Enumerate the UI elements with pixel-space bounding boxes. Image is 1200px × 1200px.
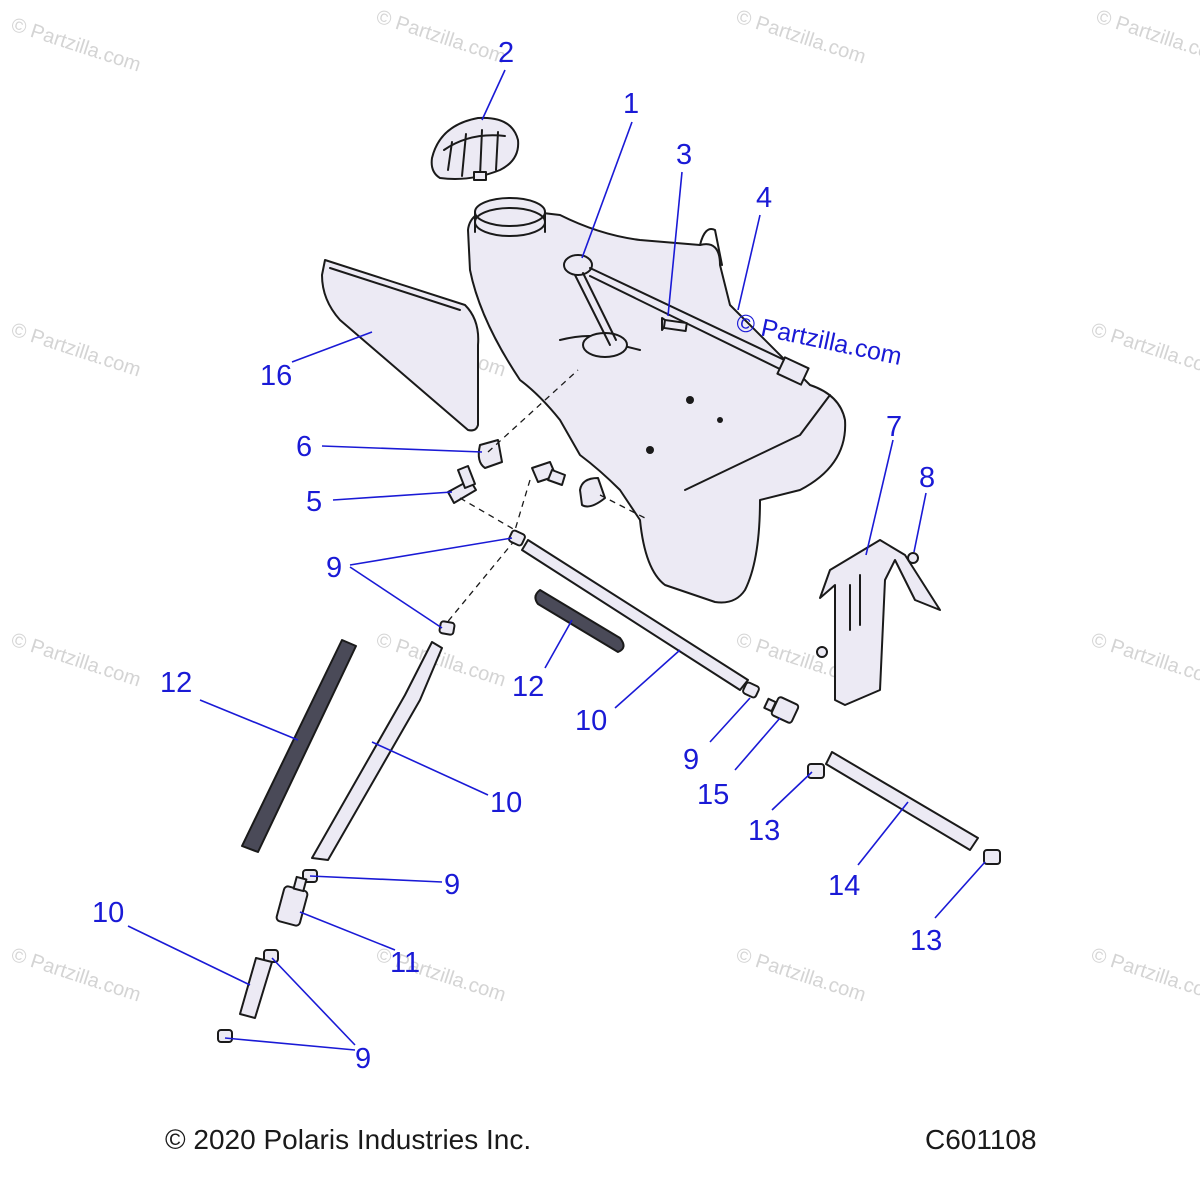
leader-line: [734, 717, 781, 771]
leader-line: [865, 439, 894, 556]
copyright-notice: © 2020 Polaris Industries Inc.: [165, 1124, 532, 1155]
mounting-bracket-part: [816, 539, 941, 706]
watermark: © Partzilla.com: [1088, 319, 1200, 382]
leader-line: [857, 801, 909, 866]
protective-sleeve-part: [241, 589, 625, 853]
bolt-part: [661, 317, 688, 332]
leader-line: [913, 492, 927, 553]
fuel-level-sender-part: [563, 254, 810, 386]
leader-line: [667, 171, 683, 317]
callout-number: 11: [390, 947, 420, 979]
gas-cap-part: [430, 116, 520, 181]
leader-line: [481, 69, 506, 121]
heat-shield-part: [321, 259, 480, 432]
watermark: © Partzilla.com: [373, 6, 508, 69]
leader-lines: [127, 69, 986, 1051]
leader-line: [544, 619, 573, 669]
leader-line: [309, 875, 443, 883]
callout-number: 9: [326, 552, 342, 584]
callout-number: 14: [828, 870, 860, 902]
fuel-filter-part: [275, 875, 309, 927]
callout-number: 12: [160, 667, 192, 699]
fuel-fitting-part: [447, 461, 566, 504]
callout-number: 15: [697, 779, 729, 811]
watermark: © Partzilla.com: [8, 629, 143, 692]
leader-line: [349, 537, 513, 566]
watermark: © Partzilla.com: [733, 6, 868, 69]
leader-line: [771, 771, 813, 811]
callout-number: 1: [623, 88, 639, 120]
leader-line: [581, 121, 633, 259]
callout-number: 2: [498, 37, 514, 69]
watermark: © Partzilla.com: [1088, 944, 1200, 1007]
callout-number: 9: [444, 869, 460, 901]
callout-number: 9: [355, 1043, 371, 1075]
fuel-line-part: [239, 539, 979, 1019]
leader-line: [291, 331, 373, 363]
callout-numbers: 1 2 3 4 5 6 7 8 9 9 9 9 10 10 10 11 12 1…: [92, 37, 942, 1075]
fuel-tank-part: [467, 197, 847, 604]
leader-line: [371, 741, 489, 796]
leader-line: [299, 911, 396, 951]
callout-number: 13: [910, 925, 942, 957]
watermark: © Partzilla.com: [8, 14, 143, 77]
leader-line: [934, 861, 986, 919]
grommet-part: [477, 439, 606, 508]
leader-line: [224, 1037, 356, 1051]
leader-line: [127, 925, 251, 986]
watermark: © Partzilla.com: [733, 944, 868, 1007]
callout-number: 7: [886, 411, 902, 443]
leader-line: [349, 566, 443, 629]
hose-clamp-part: [217, 529, 1001, 1043]
callout-number: 5: [306, 486, 322, 518]
leader-line: [271, 957, 356, 1046]
callout-number: 16: [260, 360, 292, 392]
callout-number: 13: [748, 815, 780, 847]
callout-number: 10: [92, 897, 124, 929]
callout-number: 8: [919, 462, 935, 494]
callout-number: 4: [756, 182, 772, 214]
leader-line: [332, 491, 453, 501]
callout-number: 6: [296, 431, 312, 463]
callout-number: 12: [512, 671, 544, 703]
watermark: © Partzilla.com: [373, 629, 508, 692]
callout-number: 10: [575, 705, 607, 737]
callout-number: 9: [683, 744, 699, 776]
leader-line: [321, 445, 483, 453]
leader-line: [199, 699, 299, 741]
watermark-layer: © Partzilla.com © Partzilla.com © Partzi…: [8, 6, 1200, 1007]
watermark: © Partzilla.com: [8, 944, 143, 1007]
watermark: © Partzilla.com: [1093, 6, 1200, 69]
routing-dashed-lines: [444, 369, 646, 626]
check-valve-part: [763, 696, 800, 724]
callout-number: 10: [490, 787, 522, 819]
watermark: © Partzilla.com: [1088, 629, 1200, 692]
leader-line: [737, 214, 761, 311]
callout-number: 3: [676, 139, 692, 171]
leader-line: [709, 697, 751, 743]
drawing-number: C601108: [925, 1124, 1037, 1155]
leader-line: [614, 649, 681, 709]
watermark: © Partzilla.com: [8, 319, 143, 382]
